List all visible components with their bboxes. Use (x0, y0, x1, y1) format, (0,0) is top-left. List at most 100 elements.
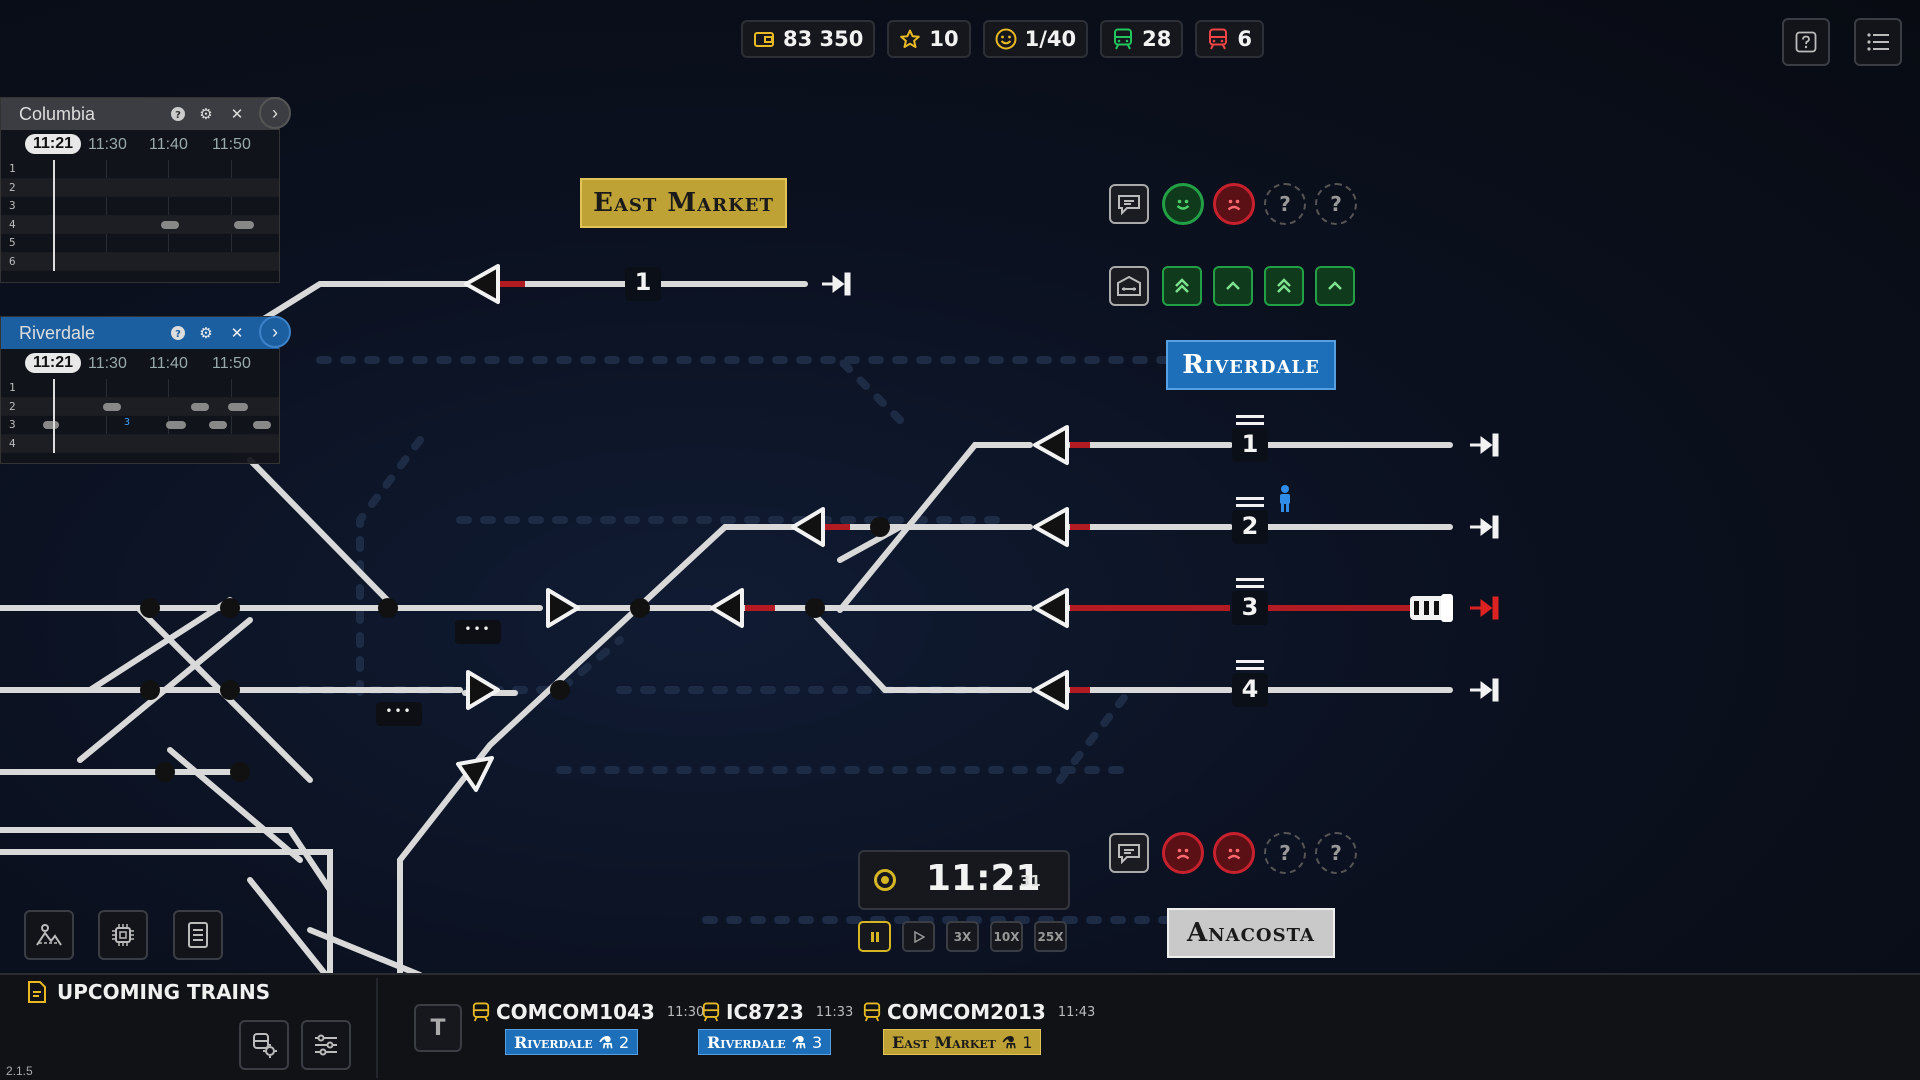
timetable-marker: 3 (124, 417, 131, 428)
stars-stat: 10 (887, 20, 971, 58)
timetable-tick: 11:40 (149, 136, 188, 153)
train-gear-icon (253, 1033, 277, 1058)
train-destination-badge: East Market ⚗ 1 (883, 1029, 1042, 1055)
platform-number-riverdale-4: 4 (1241, 675, 1259, 703)
waiting-indicator-2: ••• (385, 704, 413, 718)
platform-number-east-market-1: 1 (634, 268, 652, 296)
station-upgrades-button[interactable] (1109, 266, 1149, 306)
notes-tool-button[interactable] (173, 910, 223, 960)
speed-3x-button[interactable]: 3X (946, 921, 979, 952)
upgrade-badge-double[interactable] (1162, 266, 1202, 306)
train-green-icon (1112, 28, 1134, 50)
speed-10x-button[interactable]: 10X (990, 921, 1023, 952)
help-button[interactable] (1782, 18, 1830, 66)
timetable-expand-button[interactable]: › (259, 316, 291, 348)
on-time-trains-value: 28 (1142, 27, 1172, 51)
exit-arrow-occupied (1470, 596, 1499, 620)
chevron-up-icon (1226, 281, 1240, 290)
record-icon (874, 869, 896, 891)
train-destination: East Market (892, 1032, 996, 1052)
svg-text:?: ? (175, 329, 181, 340)
pause-icon (870, 931, 879, 942)
chip-tool-button[interactable] (98, 910, 148, 960)
timetable-header: Columbia ? ⚙ ✕ › (1, 97, 291, 130)
station-info-button[interactable] (1109, 833, 1149, 873)
timetable-row: 4 (1, 434, 279, 453)
unknown-passenger-badge: ? (1264, 832, 1306, 874)
station-label-anacosta[interactable]: Anacosta (1167, 908, 1335, 958)
frown-icon (1176, 848, 1190, 860)
train-time: 11:33 (815, 1004, 854, 1020)
double-chevron-up-icon (1277, 278, 1291, 293)
train-id: COMCOM1043 (496, 1000, 655, 1024)
speed-25x-button[interactable]: 25X (1034, 921, 1067, 952)
document-icon (188, 922, 208, 948)
satisfaction-stat: 1/40 (982, 20, 1089, 58)
filter-settings-button[interactable] (301, 1020, 351, 1070)
timetable-row: 1 (1, 379, 279, 398)
menu-button[interactable] (1854, 18, 1902, 66)
version-label: 2.1.5 (6, 1064, 33, 1078)
timetable-expand-button[interactable]: › (259, 97, 291, 129)
play-button[interactable] (902, 921, 935, 952)
double-chevron-up-icon (1175, 278, 1189, 293)
money-stat: 83 350 (741, 20, 876, 58)
timetable-close-icon[interactable]: ✕ (230, 106, 244, 123)
junction-nodes (140, 517, 890, 782)
timetable-row: 4 (1, 215, 279, 234)
upgrade-badge-single[interactable] (1213, 266, 1253, 306)
timetable-settings-icon[interactable]: ⚙ (199, 106, 213, 123)
timetable-close-icon[interactable]: ✕ (230, 325, 244, 342)
frown-icon (1227, 848, 1241, 860)
timetable-cursor (53, 379, 55, 453)
platform-markers (1236, 415, 1264, 670)
terrain-tool-button[interactable] (24, 910, 74, 960)
station-info-button[interactable] (1109, 184, 1149, 224)
bottom-divider (376, 978, 378, 1078)
sad-passenger-badge (1213, 183, 1255, 225)
frown-icon (1227, 199, 1241, 211)
sad-passenger-badge (1162, 832, 1204, 874)
game-clock: 11:21 31 (858, 850, 1070, 910)
timetable-tick: 11:50 (212, 136, 251, 153)
stars-value: 10 (929, 27, 959, 51)
timetable-row: 1 (1, 160, 279, 179)
timetable-help-icon[interactable]: ? (168, 104, 188, 124)
play-icon (913, 930, 925, 943)
timetable-rows: 1 2 3 4 5 6 (1, 160, 279, 271)
timetable-settings-icon[interactable]: ⚙ (199, 325, 213, 342)
train-destination-badge: Riverdale ⚗ 2 (505, 1029, 639, 1055)
train-settings-button[interactable] (239, 1020, 289, 1070)
passenger-icon (1280, 485, 1290, 512)
upgrade-badge-single[interactable] (1315, 266, 1355, 306)
timetable-columbia[interactable]: Columbia ? ⚙ ✕ › 11:21 11:30 11:40 11:50… (0, 97, 291, 283)
chip-icon (112, 924, 134, 946)
platform-number-riverdale-2: 2 (1241, 512, 1259, 540)
sad-passenger-badge (1213, 832, 1255, 874)
train-list-toggle-button[interactable]: T (414, 1004, 462, 1052)
speech-bubble-icon (1118, 844, 1140, 864)
timetable-row: 2 (1, 178, 279, 197)
train-on-platform-3[interactable] (1410, 594, 1453, 622)
waiting-indicator-1: ••• (464, 622, 492, 636)
clock-time: 11:21 (926, 858, 1041, 899)
platform-number-riverdale-3: 3 (1241, 593, 1259, 621)
timetable-help-icon[interactable]: ? (168, 323, 188, 343)
list-menu-icon (1867, 33, 1889, 51)
late-trains-value: 6 (1237, 27, 1252, 51)
timetable-row: 3 (1, 197, 279, 216)
unknown-passenger-badge: ? (1315, 183, 1357, 225)
station-label-east-market[interactable]: East Market (580, 178, 787, 228)
train-icon (863, 1002, 881, 1022)
waiting-indicators (376, 620, 501, 726)
station-label-riverdale[interactable]: Riverdale (1166, 340, 1336, 390)
upgrade-badge-double[interactable] (1264, 266, 1304, 306)
timetable-riverdale[interactable]: Riverdale ? ⚙ ✕ › 11:21 11:30 11:40 11:5… (0, 316, 291, 464)
pause-button[interactable] (858, 921, 891, 952)
train-red-icon (1207, 28, 1229, 50)
